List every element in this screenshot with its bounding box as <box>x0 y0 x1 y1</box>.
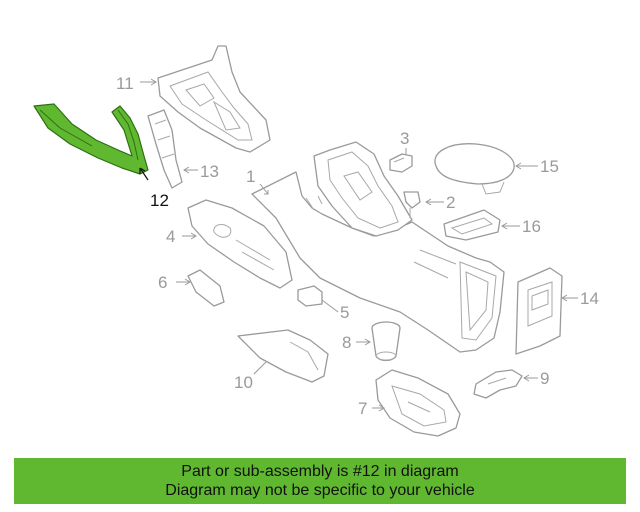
banner-line-1: Part or sub-assembly is #12 in diagram <box>181 463 459 480</box>
callout-16[interactable]: 16 <box>522 217 541 236</box>
callout-5[interactable]: 5 <box>340 303 349 322</box>
callout-10[interactable]: 10 <box>234 373 253 392</box>
part-13-side-bracket[interactable] <box>147 109 183 189</box>
part-6-small-lid[interactable] <box>187 269 225 307</box>
part-1-console-body[interactable] <box>251 141 505 353</box>
callout-11[interactable]: 11 <box>116 74 134 93</box>
part-15-armrest-lid[interactable] <box>434 143 515 195</box>
leader-lines <box>139 78 578 412</box>
part-10-lower-cover[interactable] <box>237 329 329 383</box>
part-5-clip[interactable] <box>297 285 323 307</box>
part-8-cup-holder[interactable] <box>371 321 401 362</box>
callout-12[interactable]: 12 <box>150 191 169 210</box>
part-2-clip[interactable] <box>403 191 421 218</box>
callout-labels: 11 12 13 1 3 2 15 16 4 6 5 14 8 10 7 9 <box>116 74 599 418</box>
part-11-shifter-bezel[interactable] <box>157 45 271 153</box>
part-12-trim-highlighted[interactable] <box>33 103 149 175</box>
part-16-storage-tray[interactable] <box>443 209 501 241</box>
callout-4[interactable]: 4 <box>166 227 175 246</box>
part-3-switch[interactable] <box>389 153 413 173</box>
banner-line-2: Diagram may not be specific to your vehi… <box>165 482 475 499</box>
part-14-side-trim[interactable] <box>515 267 563 355</box>
part-4-side-panel[interactable] <box>187 199 293 289</box>
callout-6[interactable]: 6 <box>158 273 167 292</box>
callout-13[interactable]: 13 <box>200 162 219 181</box>
callout-7[interactable]: 7 <box>358 399 367 418</box>
callout-1[interactable]: 1 <box>246 167 255 186</box>
callout-8[interactable]: 8 <box>342 333 351 352</box>
callout-15[interactable]: 15 <box>540 157 559 176</box>
callout-2[interactable]: 2 <box>446 193 455 212</box>
info-banner: Part or sub-assembly is #12 in diagram D… <box>14 458 626 504</box>
callout-3[interactable]: 3 <box>400 129 409 148</box>
part-9-bracket[interactable] <box>473 369 523 399</box>
callout-14[interactable]: 14 <box>580 289 599 308</box>
callout-9[interactable]: 9 <box>540 369 549 388</box>
part-7-lower-bin[interactable] <box>375 369 461 437</box>
